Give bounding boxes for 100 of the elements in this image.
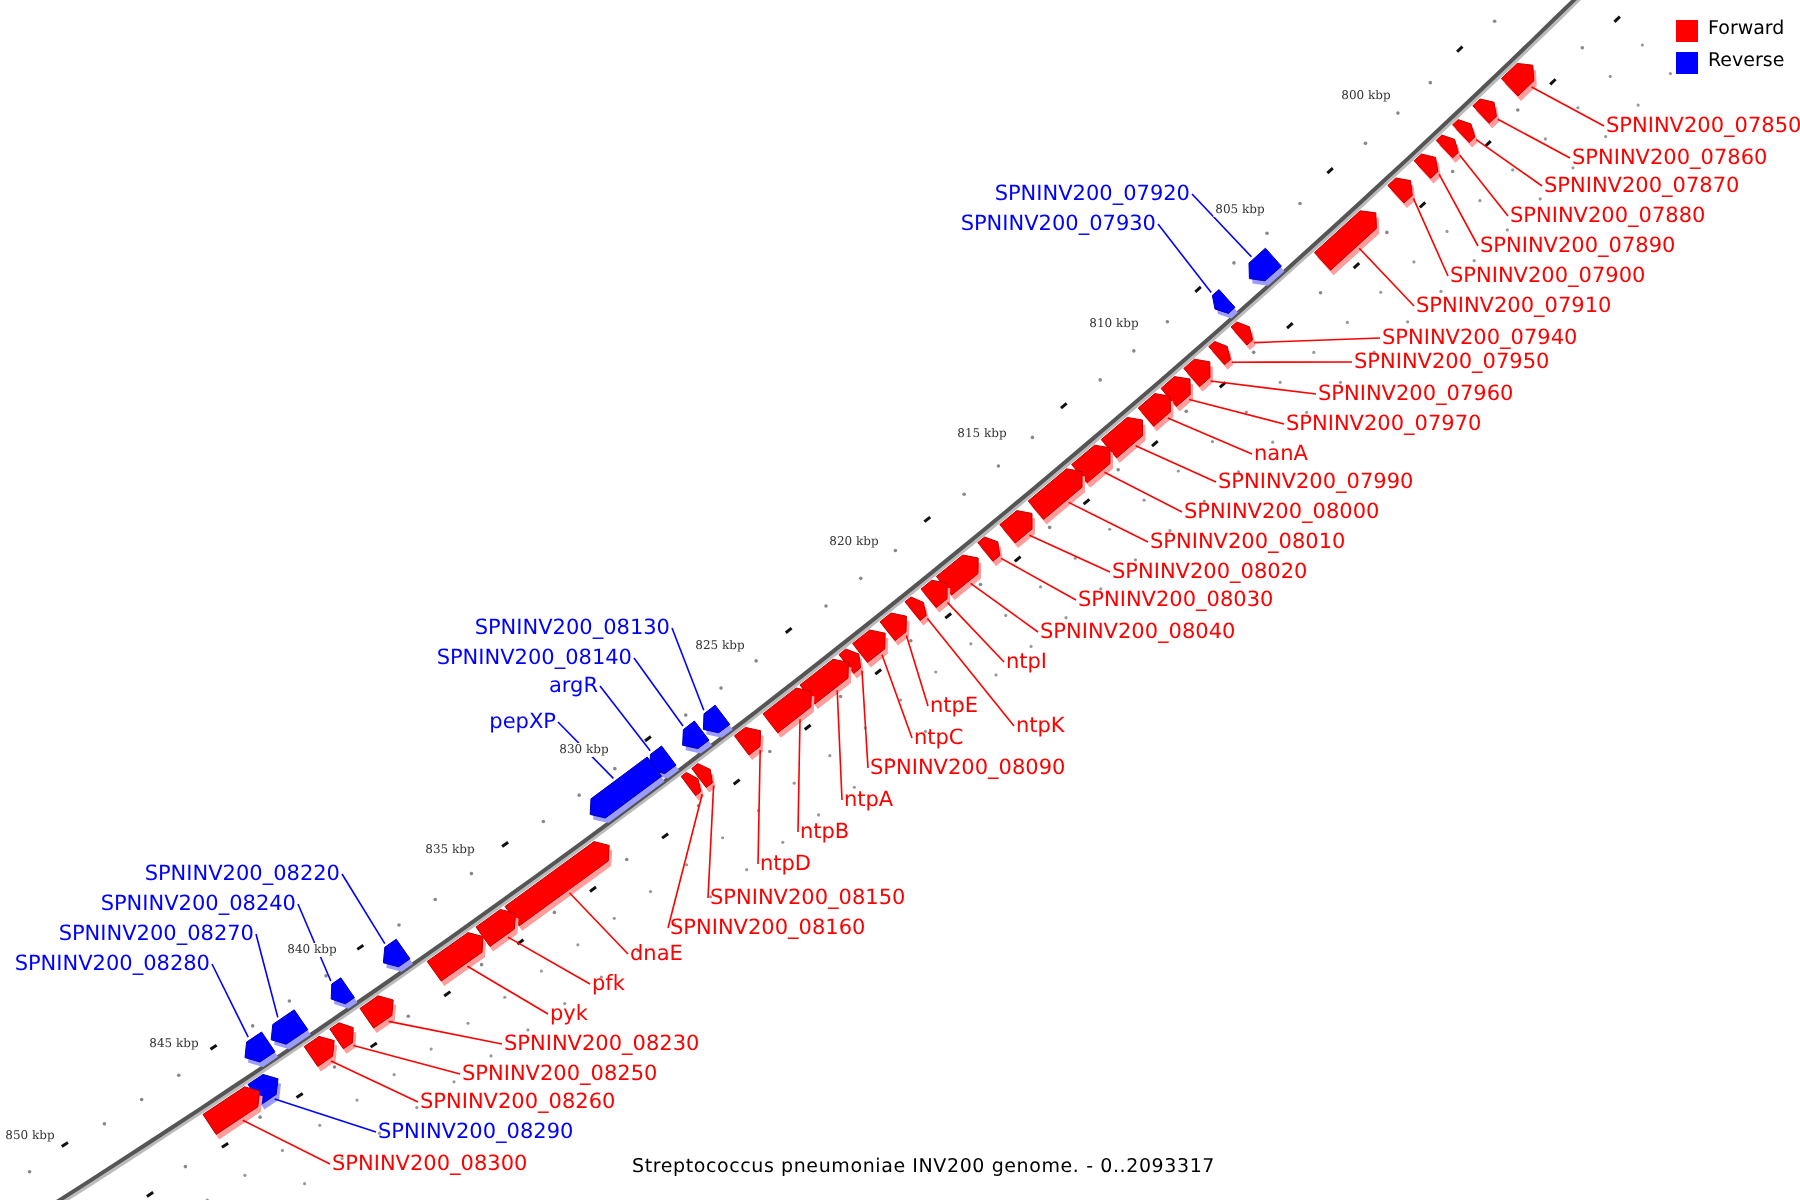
leader-line	[905, 634, 929, 707]
gene-feature	[904, 596, 930, 626]
gene-label: pyk	[550, 1002, 588, 1026]
gene-feature	[504, 841, 613, 931]
gene-label: SPNINV200_07940	[1382, 326, 1578, 350]
leader-line	[861, 670, 869, 769]
leader-line	[330, 1060, 419, 1103]
gene-label: SPNINV200_08230	[504, 1032, 700, 1056]
leader-line	[341, 873, 386, 945]
leader-line	[466, 965, 549, 1015]
leader-line	[1438, 173, 1479, 247]
leader-line	[969, 582, 1039, 633]
leader-line	[1530, 86, 1605, 127]
leader-line	[273, 1098, 377, 1133]
gene-label: SPNINV200_08030	[1078, 588, 1274, 612]
leader-line	[352, 1044, 461, 1075]
leader-line	[242, 1119, 331, 1165]
gene-label: SPNINV200_08280	[14, 952, 210, 976]
leader-line	[671, 627, 705, 711]
gene-feature	[1387, 177, 1416, 208]
gene-label: SPNINV200_08290	[378, 1120, 574, 1144]
gene-label: SPNINV200_07930	[960, 212, 1156, 236]
gene-label: SPNINV200_08300	[332, 1152, 528, 1176]
gene-feature	[1208, 340, 1234, 370]
gene-label: SPNINV200_08020	[1112, 560, 1308, 584]
gene-feature	[1137, 393, 1174, 432]
gene-label: SPNINV200_08130	[474, 616, 670, 640]
gene-feature	[270, 1009, 311, 1050]
gene-label: SPNINV200_07880	[1510, 204, 1706, 228]
legend-label: Reverse	[1708, 50, 1785, 74]
gene-feature	[762, 687, 815, 738]
leader-line	[1134, 445, 1217, 483]
gene-label: SPNINV200_07960	[1318, 382, 1514, 406]
leader-line	[568, 892, 629, 955]
gene-label: ntpE	[930, 694, 979, 718]
gene-feature	[1500, 62, 1537, 101]
leader-line	[1067, 501, 1149, 543]
gene-label: argR	[548, 674, 598, 698]
leader-line	[1191, 193, 1253, 258]
gene-label: ntpK	[1016, 714, 1065, 738]
gene-label: SPNINV200_07890	[1480, 234, 1676, 258]
leader-line	[507, 936, 591, 985]
gene-label: SPNINV200_08250	[462, 1062, 658, 1086]
legend-label: Forward	[1708, 18, 1785, 42]
gene-feature	[733, 726, 764, 760]
leader-line	[797, 718, 801, 833]
gene-label: SPNINV200_07950	[1354, 350, 1550, 374]
leader-line	[1167, 417, 1253, 455]
gene-label: SPNINV200_08010	[1150, 530, 1346, 554]
gene-label: SPNINV200_07990	[1218, 470, 1414, 494]
gene-feature	[977, 536, 1003, 567]
gene-feature	[382, 938, 413, 972]
leader-line	[926, 617, 1015, 727]
leader-line	[757, 749, 761, 865]
gene-label: SPNINV200_07900	[1450, 264, 1646, 288]
leader-line	[1358, 247, 1415, 307]
gene-feature	[202, 1086, 263, 1140]
gene-label: SPNINV200_07920	[994, 182, 1190, 206]
gene-label: SPNINV200_08220	[144, 862, 340, 886]
leader-line	[599, 685, 651, 752]
leader-line	[1000, 557, 1077, 601]
gene-feature	[1435, 134, 1462, 163]
leader-line	[633, 657, 684, 727]
gene-feature	[303, 1035, 338, 1072]
gene-label: dnaE	[630, 942, 683, 966]
leader-line	[1412, 197, 1449, 277]
leader-line	[836, 689, 843, 801]
gene-feature	[682, 720, 712, 754]
leader-line	[1103, 471, 1183, 513]
gene-label: SPNINV200_07970	[1286, 412, 1482, 436]
gene-label: ntpB	[800, 820, 850, 844]
leader-line	[1497, 118, 1571, 159]
gene-feature	[999, 510, 1035, 548]
gene-feature	[426, 932, 487, 986]
gene-label: SPNINV200_08140	[436, 646, 632, 670]
gene-label: SPNINV200_08160	[670, 916, 866, 940]
gene-label: SPNINV200_07870	[1544, 174, 1740, 198]
leader-line	[387, 1020, 503, 1045]
gene-feature	[244, 1031, 278, 1067]
gene-label: SPNINV200_07910	[1416, 294, 1612, 318]
caption: Streptococcus pneumoniae INV200 genome. - 0..2093317	[632, 1156, 1216, 1178]
gene-label: SPNINV200_08150	[710, 886, 906, 910]
gene-label: ntpI	[1006, 650, 1048, 674]
leader-line	[1231, 361, 1353, 363]
leader-line	[211, 963, 249, 1038]
gene-label: ntpD	[760, 852, 812, 876]
gene-feature	[359, 995, 397, 1033]
gene-feature	[1313, 210, 1380, 276]
gene-feature	[1472, 98, 1500, 129]
gene-feature	[920, 579, 951, 613]
leader-line	[707, 784, 715, 899]
gene-feature	[1248, 247, 1285, 286]
leader-line	[1188, 398, 1285, 425]
gene-label: SPNINV200_07850	[1606, 114, 1800, 138]
gene-label: pfk	[592, 972, 625, 996]
gene-label: SPNINV200_08090	[870, 756, 1066, 780]
gene-label: ntpA	[844, 788, 894, 812]
gene-feature	[330, 977, 358, 1009]
gene-label: SPNINV200_08260	[420, 1090, 616, 1114]
leader-line	[1209, 380, 1317, 395]
